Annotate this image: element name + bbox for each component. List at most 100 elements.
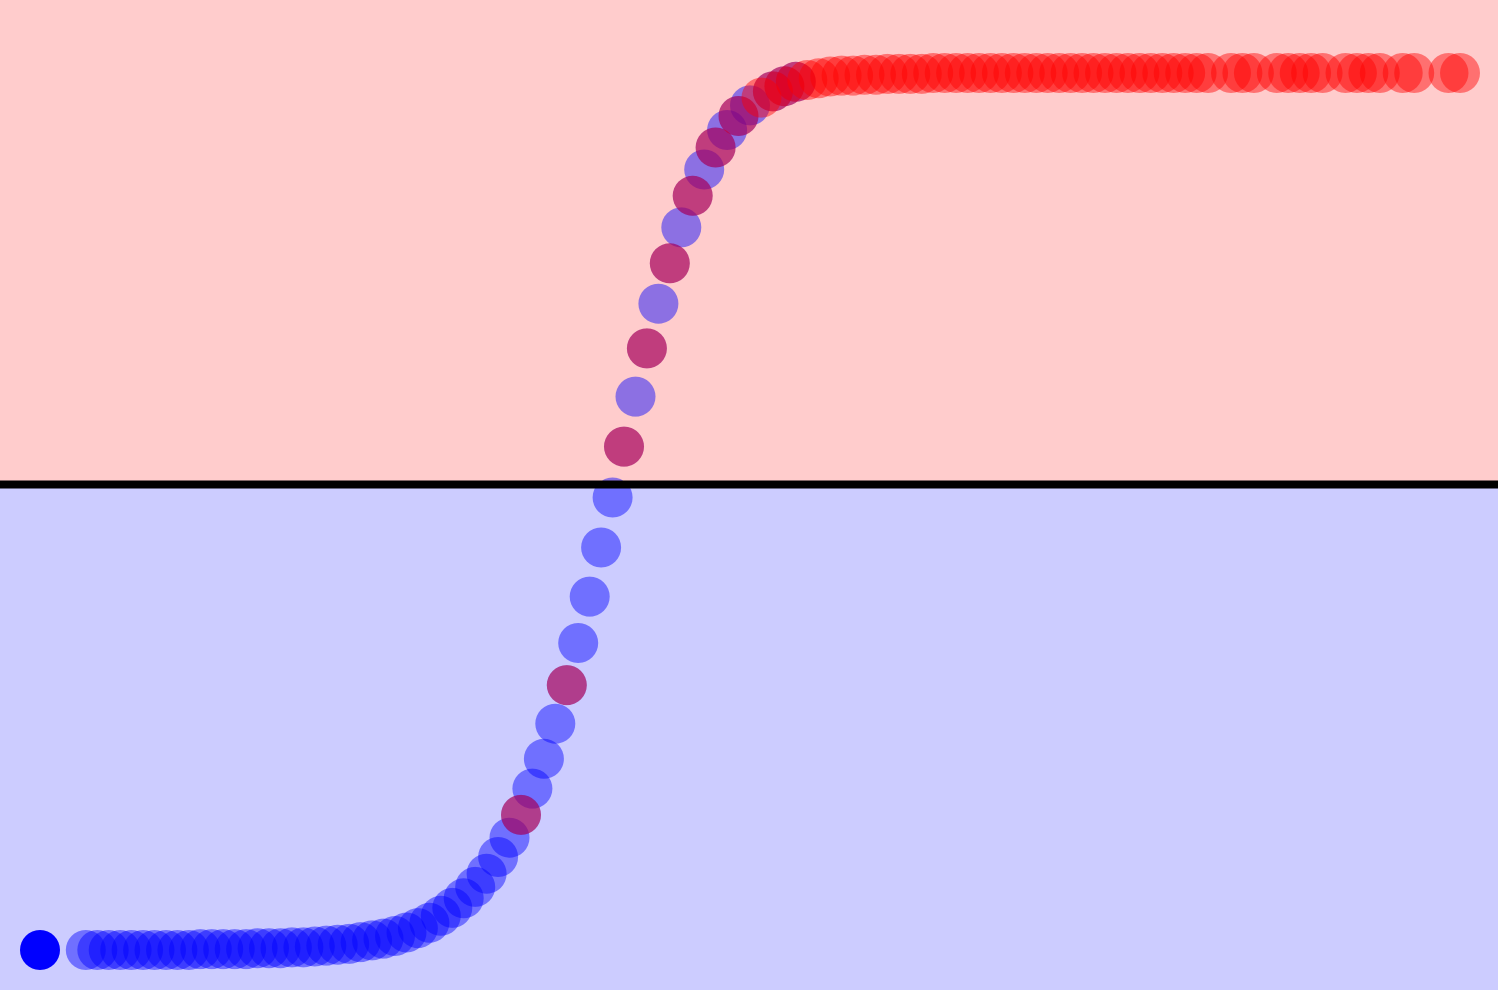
red-point xyxy=(867,53,908,94)
blue-point xyxy=(409,902,450,943)
red-point xyxy=(1107,53,1148,93)
red-point xyxy=(1359,53,1400,93)
blue-point xyxy=(88,930,129,970)
blue-point xyxy=(283,927,324,968)
red-point xyxy=(546,665,587,706)
blue-point xyxy=(569,576,610,617)
blue-point xyxy=(466,853,507,894)
red-point xyxy=(798,58,839,99)
red-point xyxy=(501,794,541,835)
red-point xyxy=(1268,53,1309,93)
red-point xyxy=(1096,53,1137,93)
red-point xyxy=(1176,53,1217,93)
blue-point xyxy=(65,930,106,970)
red-point xyxy=(1440,53,1480,93)
blue-point xyxy=(523,738,564,779)
blue-point xyxy=(146,930,186,970)
blue-point xyxy=(443,878,484,919)
red-point xyxy=(1302,53,1343,93)
red-point xyxy=(1325,53,1366,93)
red-point xyxy=(833,55,874,96)
red-point xyxy=(1382,53,1423,93)
blue-point xyxy=(581,527,622,568)
red-point xyxy=(810,56,851,97)
red-point xyxy=(1142,53,1183,93)
blue-point xyxy=(672,175,713,216)
blue-point xyxy=(478,837,519,877)
red-point xyxy=(1016,53,1057,93)
red-point xyxy=(718,96,759,136)
red-point xyxy=(752,71,793,112)
blue-point xyxy=(684,149,725,190)
blue-point xyxy=(397,908,438,949)
blue-point xyxy=(718,96,759,136)
red-point xyxy=(604,426,644,467)
red-point xyxy=(1291,53,1332,93)
red-point xyxy=(1153,53,1194,93)
red-point xyxy=(1119,53,1160,93)
blue-point xyxy=(661,207,702,248)
red-point xyxy=(1165,53,1206,93)
red-point xyxy=(1027,53,1068,93)
red-point xyxy=(1039,53,1080,93)
red-point xyxy=(1348,53,1389,93)
blue-point xyxy=(535,703,576,744)
red-point xyxy=(821,55,862,96)
red-point xyxy=(1130,53,1171,93)
blue-point xyxy=(180,929,221,970)
blue-point xyxy=(226,929,267,970)
red-point xyxy=(672,175,713,216)
red-point xyxy=(1279,53,1320,93)
red-point xyxy=(901,53,942,94)
blue-point xyxy=(237,928,278,969)
blue-point xyxy=(707,110,748,150)
red-point xyxy=(787,60,828,100)
red-point xyxy=(959,53,999,93)
red-point xyxy=(1336,53,1377,93)
points-layer xyxy=(20,53,1480,970)
blue-point xyxy=(752,71,793,112)
blue-point xyxy=(317,924,358,965)
red-point xyxy=(1222,53,1263,93)
red-point xyxy=(913,53,954,93)
red-point xyxy=(970,53,1011,93)
blue-point xyxy=(306,925,347,966)
red-point xyxy=(1211,53,1251,93)
blue-point xyxy=(775,61,816,102)
blue-point xyxy=(294,926,335,967)
red-point xyxy=(764,66,805,107)
blue-point xyxy=(386,912,427,953)
red-point xyxy=(1050,53,1091,93)
red-point xyxy=(890,53,931,94)
blue-point xyxy=(168,930,209,970)
red-point xyxy=(775,61,816,102)
blue-point xyxy=(501,794,541,835)
blue-point xyxy=(352,920,393,961)
red-point xyxy=(1233,53,1274,93)
blue-point xyxy=(77,930,118,970)
blue-point xyxy=(695,127,736,168)
red-point xyxy=(1428,53,1469,93)
red-point xyxy=(924,53,965,93)
blue-point xyxy=(100,930,141,970)
red-point xyxy=(1188,53,1229,93)
blue-point xyxy=(546,665,587,706)
blue-point xyxy=(191,929,232,970)
red-point xyxy=(878,53,919,94)
red-point xyxy=(1256,53,1297,93)
red-point xyxy=(947,53,988,93)
blue-point xyxy=(123,930,164,970)
red-point xyxy=(626,328,667,369)
red-point xyxy=(695,127,736,168)
blue-point xyxy=(730,85,770,126)
blue-point xyxy=(432,887,473,928)
red-point xyxy=(1394,53,1435,93)
blue-point xyxy=(638,283,679,324)
blue-point xyxy=(626,328,667,369)
red-point xyxy=(936,53,977,93)
red-point xyxy=(844,54,885,95)
blue-point xyxy=(249,928,289,969)
red-point xyxy=(1073,53,1114,93)
